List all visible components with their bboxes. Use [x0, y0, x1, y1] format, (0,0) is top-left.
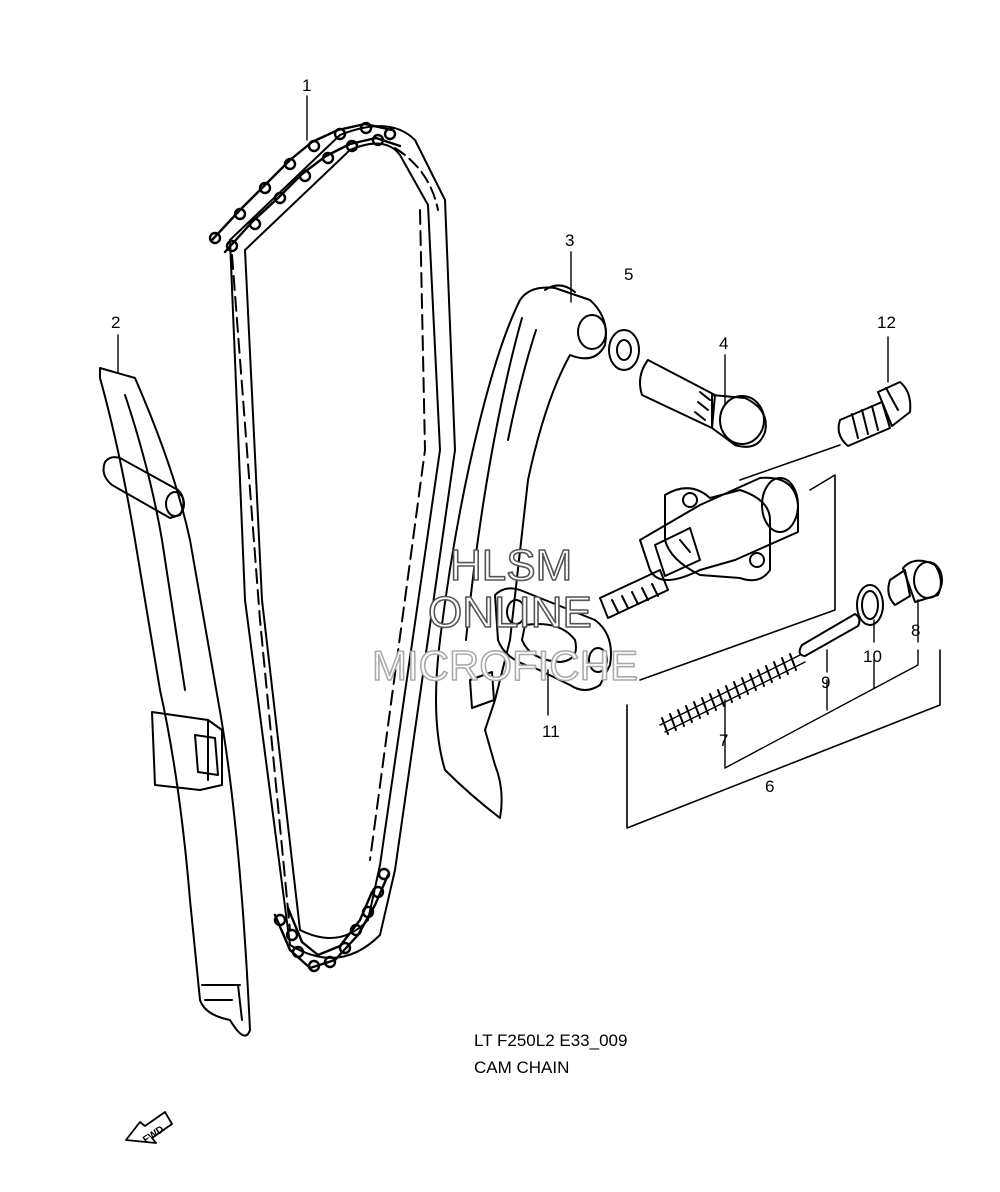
gasket-ring — [856, 584, 884, 626]
gasket — [494, 587, 612, 691]
callout-3: 3 — [565, 231, 574, 250]
callout-4: 4 — [719, 334, 728, 353]
callout-5: 5 — [624, 265, 633, 284]
diagram-code: LT F250L2 E33_009 — [474, 1031, 628, 1050]
callout-9: 9 — [821, 673, 830, 692]
pin — [798, 613, 861, 657]
callout-1: 1 — [302, 76, 311, 95]
bolt-12 — [837, 381, 912, 447]
watermark-line-3: MICROFICHE — [372, 642, 638, 689]
chain-links-top — [208, 121, 402, 254]
callout-6: 6 — [765, 777, 774, 796]
bolt-4 — [639, 359, 767, 448]
leader-lines — [117, 95, 919, 769]
plug-bolt — [887, 559, 943, 606]
washer — [608, 329, 640, 371]
callout-12: 12 — [877, 313, 896, 332]
diagram-name: CAM CHAIN — [474, 1058, 570, 1077]
callout-10: 10 — [863, 647, 882, 666]
spring — [659, 653, 806, 735]
callout-2: 2 — [111, 313, 120, 332]
tensioner-body — [599, 476, 799, 619]
callouts: 1 2 3 4 5 6 7 8 9 10 11 12 — [111, 76, 920, 796]
chain-guide — [99, 367, 251, 1037]
tensioner-arm — [435, 284, 607, 819]
chain-links-bottom — [273, 867, 391, 973]
callout-8: 8 — [911, 621, 920, 640]
fwd-arrow: FWD — [125, 1111, 173, 1146]
callout-11: 11 — [542, 722, 560, 741]
tensioner-assembly-box — [626, 444, 941, 829]
watermark: HLSM ONLINE MICROFICHE — [371, 540, 639, 690]
watermark-line-1: HLSM — [450, 541, 572, 590]
callout-7: 7 — [719, 731, 728, 750]
watermark-line-2: ONLINE — [428, 588, 592, 637]
cam-chain — [208, 121, 456, 973]
